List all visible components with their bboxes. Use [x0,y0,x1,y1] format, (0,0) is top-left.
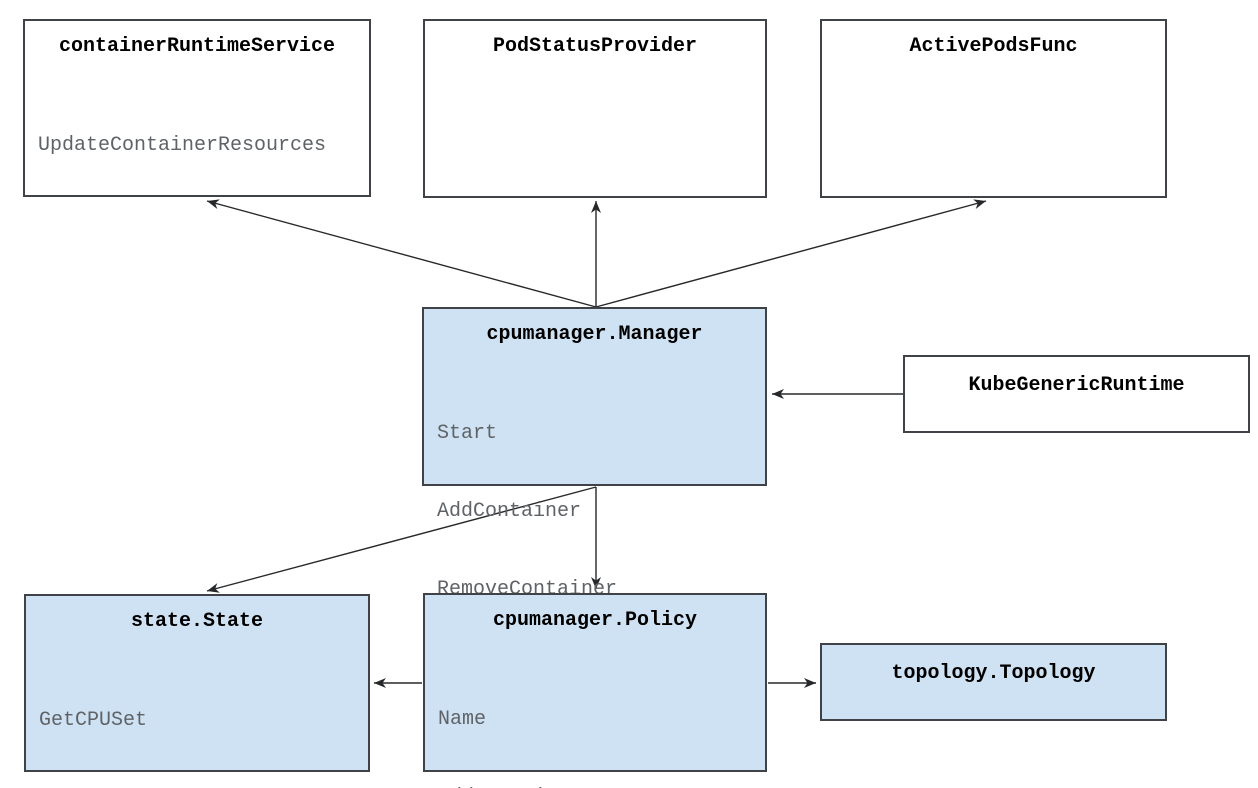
box-title: cpumanager.Policy [492,609,698,632]
box-title: ActivePodsFunc [909,35,1078,58]
box-title: state.State [130,610,264,633]
box-title: topology.Topology [891,662,1096,685]
method-label: Name [438,708,487,731]
method-label: AddContainer [437,500,582,523]
box-title: containerRuntimeService [58,35,336,58]
method-list: GetCPUSet GetDefaultCPUSet SetCPUSet Set… [26,656,368,788]
method-label: AddContainer [438,785,765,788]
method-list: UpdateContainerResources [25,81,369,211]
method-label: Start [437,422,498,445]
box-title: KubeGenericRuntime [968,374,1185,397]
box-container-runtime-service: containerRuntimeService UpdateContainerR… [23,19,371,197]
box-title: PodStatusProvider [492,35,698,58]
method-label: GetCPUSet [39,709,148,732]
box-active-pods-func: ActivePodsFunc [820,19,1167,198]
box-topology-topology: topology.Topology [820,643,1167,721]
arrow-manager-to-container-runtime-service [206,199,597,308]
arrow-manager-to-active-pods-func [595,199,987,308]
method-label: UpdateContainerResources [38,134,327,157]
box-title: cpumanager.Manager [486,323,703,346]
box-kube-generic-runtime: KubeGenericRuntime [903,355,1250,433]
box-pod-status-provider: PodStatusProvider [423,19,767,198]
box-cpumanager-policy: cpumanager.Policy Name AddContainer Remo… [423,593,767,788]
method-list: Name AddContainer RemoveContainer [425,655,765,788]
box-cpumanager-manager: cpumanager.Manager Start AddContainer Re… [422,307,767,679]
box-state-state: state.State GetCPUSet GetDefaultCPUSet S… [24,594,370,788]
